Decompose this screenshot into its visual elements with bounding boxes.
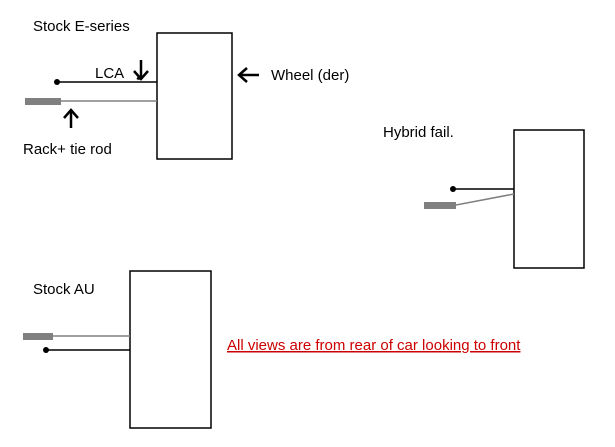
- wheel-box: [129, 270, 212, 429]
- lca-pivot-dot: [54, 79, 60, 85]
- stock-au-view: Stock AU: [23, 270, 212, 429]
- rack-tie-rod-label: Rack+ tie rod: [23, 141, 112, 158]
- stock-eseries-view: Stock E-series LCA Wheel (der) Rack+ tie…: [23, 18, 349, 160]
- view-direction-note: All views are from rear of car looking t…: [227, 337, 521, 354]
- stock-au-label: Stock AU: [33, 281, 95, 298]
- rack-arrowhead: [63, 108, 79, 119]
- hybrid-fail-label: Hybrid fail.: [383, 124, 454, 141]
- lca-pivot-dot: [43, 347, 49, 353]
- tie-rod-line: [455, 193, 515, 206]
- lca-hook-arrowhead: [133, 70, 149, 81]
- stock-eseries-label: Stock E-series: [33, 18, 130, 35]
- rack-bar: [25, 98, 61, 105]
- wheel-arrowhead: [237, 67, 248, 83]
- lca-label: LCA: [95, 65, 124, 82]
- rack-bar: [424, 202, 456, 209]
- wheel-box: [513, 129, 585, 269]
- lca-pivot-dot: [450, 186, 456, 192]
- hybrid-fail-view: Hybrid fail.: [383, 124, 585, 269]
- rack-bar: [23, 333, 53, 340]
- wheel-box: [156, 32, 233, 160]
- wheel-label: Wheel (der): [271, 67, 349, 84]
